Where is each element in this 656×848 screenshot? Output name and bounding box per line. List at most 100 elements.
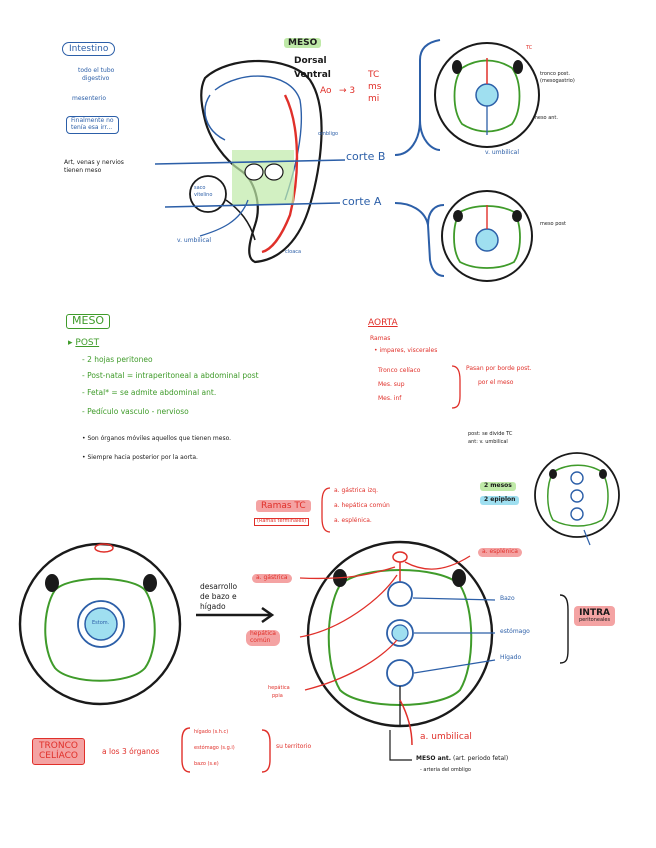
ptr-bazo (412, 597, 496, 601)
ramas-tc-sub-label: (Ramas terminales) (257, 518, 307, 524)
ramas-tc-sub: (Ramas terminales) (254, 518, 310, 526)
aorta-ramas: Ramas (370, 335, 391, 342)
aorta-ms: Mes. sup (378, 381, 405, 388)
section-a-outline (441, 190, 533, 282)
aorta-pasan-2: por el meso (478, 379, 514, 386)
br-stomach-outer (386, 619, 414, 647)
meso-notes-title: MESO (66, 314, 111, 329)
ombligo-label: ombligo (318, 131, 339, 137)
sec-tronco: tronco post. (540, 71, 570, 77)
higado-label: Hígado (500, 654, 522, 661)
tl-box2: Finalmente no tenía esa irr... (66, 116, 119, 134)
ramas-tc-label: Ramas TC (261, 501, 306, 511)
umbilical-cord (225, 199, 256, 241)
aorta-bracket (451, 365, 461, 409)
ventral-label: Ventral (294, 70, 331, 80)
br-umbilical-arrow (399, 699, 413, 746)
hepatica-comun-1: hepática (250, 630, 276, 637)
kidney-right-b (513, 60, 523, 74)
section-b-outline (434, 42, 540, 148)
aorta-pasan-1: Pasan por borde post. (466, 365, 532, 372)
br-aorta (392, 551, 408, 563)
saco-label: saco (194, 185, 206, 191)
meso-notes-title-label: MESO (72, 314, 105, 327)
ptr-higado (413, 659, 496, 674)
sec-meso-post: meso post (540, 221, 566, 227)
a-gastrica-label: a. gástrica (256, 574, 288, 581)
br-kidney-r (452, 569, 466, 587)
br-stomach-inner (391, 624, 409, 642)
br-spleen (387, 581, 413, 607)
bazo-label: Bazo (500, 595, 515, 602)
bl-stomach-inner (84, 607, 118, 641)
bottom-left-cavity (44, 577, 156, 682)
br-artery-splenic (404, 555, 471, 570)
mesos-badge: 2 mesos (480, 482, 516, 491)
mesos-label: 2 mesos (484, 482, 512, 489)
territorio-brace (261, 729, 271, 773)
aorta-tc: Tronco celíaco (378, 367, 421, 374)
epiplon-label: 2 epiplon (484, 496, 516, 503)
small-section (534, 452, 620, 538)
tronco-label-2: CELÍACO (39, 751, 79, 762)
tronco-badge: TRONCO CELÍACO (32, 738, 86, 765)
embryo-outline (200, 59, 323, 264)
section-b-cavity (453, 59, 521, 133)
tronco-label-1: TRONCO (39, 741, 78, 751)
vitelino-label: vitelino (194, 192, 213, 198)
gut-region (232, 150, 294, 205)
bracket-intra (559, 594, 569, 664)
ms-label: ms (368, 82, 382, 92)
intra-badge: INTRA peritoneales (574, 606, 616, 627)
arrow3-label: → 3 (339, 86, 356, 96)
desarrollo-1: desarrollo (200, 582, 238, 591)
meso-bullet-1: • Son órganos móviles aquellos que tiene… (82, 435, 232, 442)
small-note-2: ant: v. umbilical (468, 439, 508, 445)
ramas-r3: a. esplénica. (334, 517, 372, 524)
post-heading: ▸ POST (68, 338, 100, 348)
aorta-impares: • impares, viscerales (374, 347, 438, 354)
meso-item-1: - 2 hojas peritoneo (82, 355, 153, 364)
a-esplenica-label: a. esplénica (482, 548, 518, 555)
meso-bullet-2: • Siempre hacia posterior por la aorta. (82, 454, 198, 461)
peritoneales-label: peritoneales (579, 617, 611, 624)
tl-l1: todo el tubo (78, 67, 115, 74)
estom-label: Estom. (92, 620, 110, 626)
hepatica-comun-badge: hepática común (246, 630, 280, 646)
tronco-o1: hígado (s.h.c) (194, 729, 229, 735)
meso-ant-pointer (389, 730, 412, 761)
aorta-mi: Mes. inf (378, 395, 402, 402)
tc-label: TC (368, 70, 380, 80)
a-gastrica-badge: a. gástrica (252, 574, 292, 583)
bottom-right-section (306, 540, 494, 728)
ramas-tc-badge: Ramas TC (256, 500, 311, 513)
tl-note-b: tienen meso (64, 167, 102, 174)
small-kidney-l (549, 469, 557, 479)
meso-item-2: - Post-natal = intraperitoneal a abdomin… (82, 371, 259, 380)
tl-box2-a: Finalmente no (71, 117, 114, 124)
tronco-a-los: a los 3 órganos (102, 747, 160, 756)
meso-ant-label: MESO ant. (art. periodo fetal) (416, 755, 508, 763)
embryo-head (204, 94, 226, 141)
section-a-cavity (453, 205, 521, 269)
cloaca-label: cloaca (285, 249, 302, 255)
tronco-brace (181, 727, 191, 773)
tl-l3: mesenterio (72, 95, 107, 102)
br-liver (386, 659, 414, 687)
meso-ant-3: - arteria del ombligo (420, 767, 471, 773)
a-esplenica-badge: a. esplénica (478, 548, 522, 557)
meso-heading: MESO (284, 38, 322, 49)
desarrollo-2: de bazo e (200, 592, 237, 601)
small-arrow (583, 529, 591, 546)
intra-label: INTRA (579, 608, 610, 618)
small-stomach (570, 489, 584, 503)
hepatica-ppia-1: hepática (268, 685, 290, 691)
intestino-box: Intestino (62, 42, 116, 57)
small-cavity (547, 464, 609, 527)
bl-kidney-r (143, 574, 157, 592)
intestino-label: Intestino (69, 44, 109, 54)
br-artery-gastric (299, 566, 396, 580)
meso-item-3: - Fetal* = se admite abdominal ant. (82, 388, 217, 397)
cut-line-b (154, 159, 346, 165)
tronco-o2: estómago (s.g.i) (194, 745, 235, 751)
